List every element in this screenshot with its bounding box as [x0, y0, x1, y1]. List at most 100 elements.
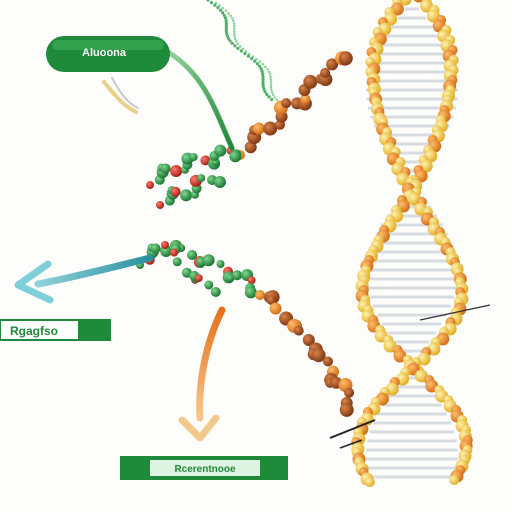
- dotted-strand-dot: [269, 83, 273, 86]
- orange-arrow-shaft: [196, 306, 226, 422]
- dotted-strand-dot: [250, 57, 254, 61]
- chain-bead: [326, 58, 339, 71]
- chain-bead: [300, 94, 311, 104]
- dotted-strand-dot: [243, 52, 247, 56]
- chain-bead: [172, 257, 182, 267]
- dotted-strand-dot: [261, 74, 265, 79]
- chain-bead: [229, 150, 242, 163]
- dotted-strand-dot: [275, 98, 279, 102]
- dotted-strand-dot: [241, 47, 245, 51]
- dotted-strand-dot: [266, 68, 269, 71]
- pointer-line-right: [419, 304, 491, 321]
- dotted-strand-dot: [273, 96, 277, 99]
- dotted-strand-dot: [261, 62, 265, 66]
- dotted-strand-dot: [258, 60, 262, 63]
- dotted-strand-dot: [260, 69, 264, 73]
- chain-bead: [170, 186, 181, 197]
- helix-beads: [351, 0, 473, 487]
- dotted-strand-dot: [253, 59, 257, 63]
- dotted-strand-dot: [233, 32, 236, 35]
- dotted-strand-dot: [236, 46, 240, 51]
- dotted-strand-dot: [239, 49, 243, 53]
- dotted-strand-dot: [261, 77, 265, 81]
- top-label: Aluoona: [46, 36, 170, 72]
- dotted-strand-dot: [218, 4, 221, 7]
- dotted-strand-dot: [234, 37, 237, 40]
- dotted-strand-dot: [270, 88, 273, 91]
- dotted-strand-dot: [209, 0, 214, 5]
- dotted-strand-dot: [267, 70, 271, 74]
- dotted-strand-dot: [224, 9, 228, 12]
- chain-bead: [161, 241, 169, 249]
- dotted-strand-dot: [221, 11, 225, 15]
- pointer-tail-2: [111, 77, 139, 109]
- dotted-strand-dot: [233, 29, 236, 33]
- chain-bead: [210, 287, 221, 297]
- helix-bead: [413, 0, 424, 3]
- chain-bead: [200, 155, 211, 166]
- dotted-strand-dot: [261, 82, 265, 86]
- chain-bead: [302, 334, 315, 346]
- chain-bead: [320, 67, 331, 78]
- chain-bead: [150, 243, 161, 254]
- pointer-tail: [102, 80, 138, 114]
- chain-bead: [216, 260, 225, 268]
- helix-bead: [449, 475, 460, 485]
- dotted-strand-dot: [269, 80, 273, 84]
- dotted-strand-dot: [206, 0, 210, 2]
- chain-bead: [204, 280, 214, 290]
- dotted-strand-dot: [261, 80, 265, 84]
- left-label: Rgagfso: [0, 319, 111, 341]
- dotted-strand-dot: [246, 54, 250, 58]
- dotted-strand-dot: [225, 34, 229, 38]
- dotted-strand-dot: [238, 45, 242, 48]
- chain-bead: [266, 295, 277, 306]
- dotted-strand-dot: [262, 87, 266, 91]
- chain-bead: [263, 121, 278, 136]
- bottom-label-text: Rcerentnooe: [174, 464, 236, 475]
- dotted-strand-dot: [235, 40, 238, 43]
- chain-bead: [303, 74, 318, 89]
- chain-bead: [170, 165, 183, 177]
- chain-bead: [293, 325, 304, 336]
- chain-bead: [338, 51, 353, 66]
- dotted-strand-dot: [221, 6, 225, 10]
- dotted-strand-dot: [264, 65, 267, 69]
- dotted-strand-dot: [219, 8, 223, 12]
- dotted-strand-dot: [255, 57, 258, 61]
- dotted-strand: [206, 0, 282, 104]
- teal-arrow-shaft: [34, 254, 154, 288]
- chain-bead: [187, 250, 198, 260]
- chain-bead: [255, 290, 265, 300]
- dotted-strand-dot: [269, 85, 273, 89]
- chain-bead: [213, 176, 226, 188]
- dotted-strand-dot: [228, 39, 232, 43]
- chain-bead: [202, 254, 215, 267]
- dotted-strand-dot: [233, 24, 236, 28]
- chain-bead: [244, 286, 257, 299]
- dotted-strand-dot: [269, 78, 273, 81]
- dotted-strand-dot: [271, 93, 275, 97]
- chain-bead: [232, 270, 243, 281]
- chain-bead: [247, 276, 256, 285]
- dotted-strand-dot: [257, 64, 262, 68]
- chain-bead: [344, 387, 355, 398]
- dotted-strand-dot: [225, 31, 229, 35]
- top-label-pill-highlight: [52, 40, 164, 50]
- top-label-text: Aluoona: [82, 47, 127, 59]
- dotted-strand-dot: [261, 85, 265, 89]
- chain-bead: [339, 402, 354, 417]
- chain-bead: [194, 274, 203, 283]
- chain-bead: [269, 302, 282, 315]
- teal-arrow-head: [14, 260, 54, 304]
- pointer-line-bottom-2: [339, 439, 363, 449]
- bottom-label-inner: [150, 460, 260, 476]
- dotted-strand-dot: [270, 91, 274, 94]
- chain-bead: [281, 98, 292, 109]
- dotted-strand-dot: [224, 18, 228, 22]
- green-pointer-arrow: [165, 49, 235, 151]
- dotted-strand-dot: [233, 27, 236, 30]
- dotted-strand-dot: [224, 21, 228, 25]
